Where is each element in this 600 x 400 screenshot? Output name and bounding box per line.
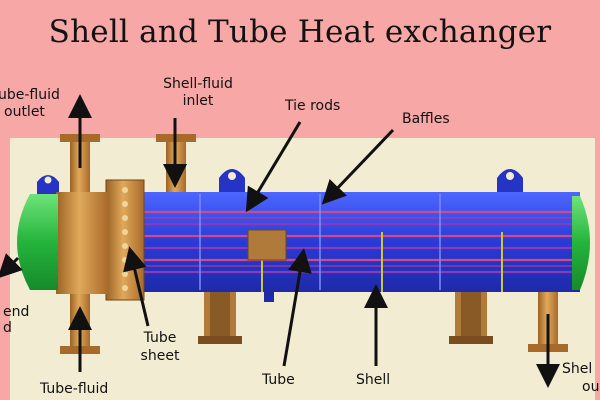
label-end-line1: end — [3, 304, 30, 320]
arrow-end — [0, 253, 23, 279]
tie-rods — [199, 194, 441, 290]
label-tube-sheet-line2: sheet — [140, 348, 180, 364]
arrow-tube — [282, 248, 312, 367]
label-end-line2: d — [3, 320, 12, 336]
right-end-cap — [572, 196, 590, 290]
arrow-baffles — [321, 128, 395, 205]
pointer-arrows — [0, 94, 560, 388]
label-tie-rods: Tie rods — [285, 98, 341, 114]
label-shell: Shell — [356, 372, 391, 388]
inner-block — [247, 229, 287, 261]
arrow-tie-rods — [245, 121, 302, 213]
arrow-tube-sheet — [123, 246, 150, 327]
label-tube: Tube — [262, 372, 295, 388]
label-shell-fluid-outlet-line2: ou — [582, 379, 600, 395]
label-tube-fluid-outlet-line2: outlet — [4, 104, 45, 120]
label-baffles: Baffles — [402, 111, 450, 127]
diagram-title: Shell and Tube Heat exchanger — [48, 14, 552, 50]
label-tube-sheet-line1: Tube — [143, 330, 177, 346]
lifting-lugs — [37, 169, 523, 194]
label-shell-fluid-inlet-line1: Shell-fluid — [163, 76, 233, 92]
channel-head — [56, 192, 108, 294]
label-shell-fluid-inlet-line2: inlet — [182, 93, 214, 109]
left-end-cap — [17, 194, 58, 290]
label-tube-fluid-inlet: Tube-fluid — [40, 381, 109, 397]
label-shell-fluid-outlet-line1: Shel — [562, 361, 593, 377]
label-tube-fluid-outlet-line1: ube-fluid — [0, 87, 60, 103]
shell-body — [140, 192, 580, 292]
